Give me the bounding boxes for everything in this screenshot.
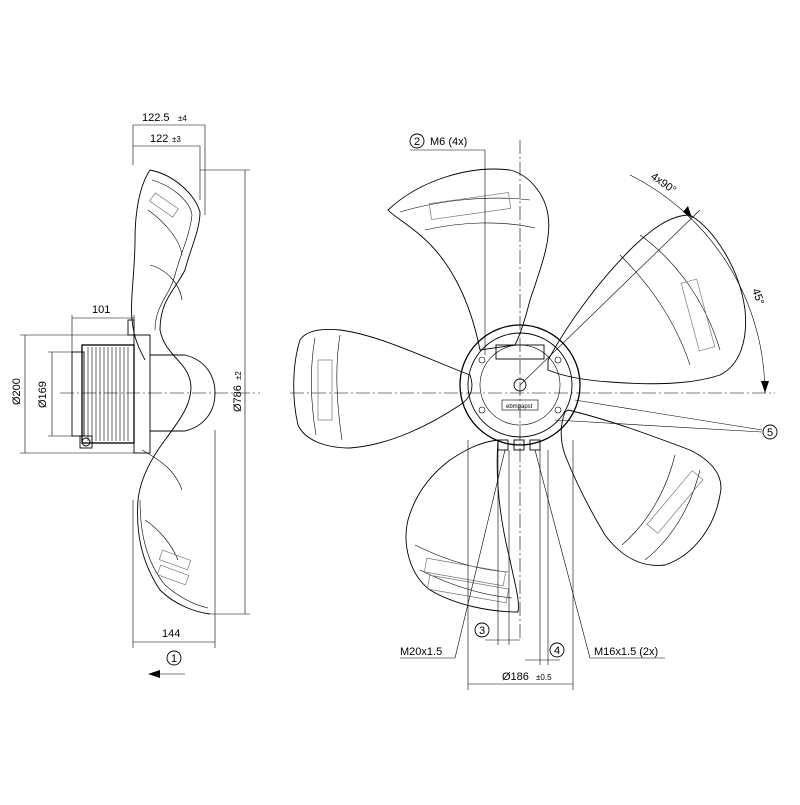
hub-bolt-1	[478, 356, 486, 364]
callout-3-circle	[474, 622, 490, 638]
side-blade-rib-2	[149, 264, 183, 301]
callout-5-leader-2	[554, 419, 763, 433]
angle-4x90-label: 4x90°	[648, 171, 678, 197]
front-view: ebmpapst 2 M6 (4x) 4x90° 45° 5	[290, 133, 778, 690]
hub-outer-ring	[459, 324, 581, 446]
blade-4-slot-2	[426, 574, 510, 604]
dim-122-tol: ±3	[172, 135, 181, 144]
fan-blades	[293, 168, 747, 613]
blade-5-rib	[311, 337, 317, 436]
dim-122-label: 122	[150, 133, 168, 145]
hub-inner-ring	[467, 332, 573, 438]
dim-122-5-tol: ±4	[178, 114, 187, 123]
angle-ray-45	[519, 209, 701, 386]
hub-center	[513, 378, 527, 392]
dim-186-label: Ø186	[502, 671, 529, 683]
hub-terminal-box	[495, 344, 545, 360]
side-blade-rib-3	[141, 449, 183, 491]
blade-5-rib2	[336, 334, 343, 441]
blade-1-rib2	[424, 222, 536, 231]
side-gland-nut	[81, 437, 91, 447]
blade-3	[560, 409, 722, 566]
blade-3-rib2	[621, 454, 676, 546]
callout-5-leader-1	[574, 399, 763, 431]
dim-786-tol: ±2	[234, 371, 243, 380]
m16-label: M16x1.5 (2x)	[594, 646, 658, 658]
blade-3-slot	[646, 470, 704, 534]
callout-2-label: 2	[414, 136, 420, 148]
callout-1-circle	[166, 650, 182, 666]
blade-5-slot	[317, 359, 333, 421]
blade-4	[405, 439, 519, 613]
callout-2-circle	[409, 133, 425, 149]
m20-label: M20x1.5	[400, 646, 442, 658]
callout-1-label: 1	[171, 653, 177, 665]
dim-169-label: Ø169	[37, 381, 49, 408]
side-blade-inner	[151, 179, 193, 331]
side-hub-disc	[184, 354, 216, 432]
side-blade-rib-4	[144, 519, 179, 561]
side-motor-flange	[133, 334, 151, 454]
dim-186-tol: ±0.5	[536, 673, 552, 682]
callout-3-label: 3	[479, 625, 485, 637]
blade-5	[293, 329, 473, 449]
side-motor-fins	[87, 347, 129, 441]
blade-2-rib	[639, 234, 721, 351]
blade-2-slot	[680, 278, 716, 352]
hub-gland-1	[497, 439, 509, 451]
side-blade-rib-1	[147, 209, 183, 256]
hub-bolt-4	[554, 406, 562, 414]
side-cable-gland-bottom	[79, 435, 93, 449]
blade-4-rib	[419, 569, 513, 599]
angle-arc	[629, 174, 766, 394]
hub-bolt-2	[554, 356, 562, 364]
dim-122-5-label: 122.5	[142, 112, 170, 124]
angle-arrow-45	[761, 381, 769, 393]
blade-4-slot-1	[423, 557, 507, 587]
side-blade-inner-lower	[139, 499, 209, 609]
hub: ebmpapst	[459, 324, 581, 451]
blade-3-rib	[644, 469, 701, 561]
hub-label-plate	[501, 399, 539, 411]
m16-leader	[534, 449, 591, 659]
m6-label: M6 (4x)	[430, 136, 467, 148]
blade-2-rib2	[619, 254, 691, 366]
hub-gland-2	[513, 439, 525, 451]
callout-4-circle	[549, 642, 565, 658]
side-blade-slot-3	[156, 564, 190, 586]
dim-101-label: 101	[92, 304, 110, 316]
angle-arrow-90	[683, 206, 692, 218]
side-view: 122.5 ±4 122 ±3 101 Ø200 Ø169 Ø786 ±2 14…	[11, 112, 260, 678]
blade-1	[387, 168, 550, 351]
hub-bolt-3	[478, 406, 486, 414]
dim-786-label: Ø786	[232, 385, 244, 412]
callout-5-circle	[762, 424, 778, 440]
m20-leader	[454, 449, 506, 659]
callout-5-label: 5	[767, 427, 773, 439]
blade-1-rib	[399, 197, 531, 213]
side-blade-slot-2	[158, 549, 192, 571]
side-motor-cap	[71, 351, 85, 437]
dim-200-label: Ø200	[11, 378, 23, 405]
dim-144-label: 144	[162, 628, 180, 640]
blade-2	[547, 214, 747, 385]
callout-4-label: 4	[554, 645, 560, 657]
side-blade-slot-1	[149, 192, 179, 218]
side-blade-profile	[131, 169, 211, 615]
airflow-arrow-head	[148, 670, 160, 678]
hub-brand-text: ebmpapst	[506, 404, 533, 410]
blade-1-slot	[428, 192, 512, 220]
angle-45-label: 45°	[749, 287, 766, 307]
